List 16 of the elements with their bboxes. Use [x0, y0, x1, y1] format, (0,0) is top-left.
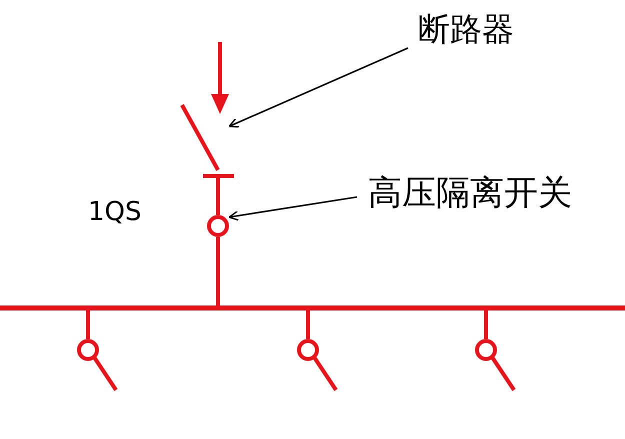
busbar: [0, 306, 625, 310]
contact-circle: [77, 339, 99, 361]
contact-circle: [297, 339, 319, 361]
wire: [306, 310, 310, 339]
wire: [86, 310, 90, 339]
breaker-switch-symbol: [180, 104, 234, 178]
leader-line: [228, 47, 408, 128]
wire: [484, 310, 488, 339]
contact-circle: [207, 215, 229, 237]
wire: [216, 237, 220, 306]
device-label: 1QS: [88, 198, 142, 227]
wire: [216, 178, 220, 215]
leader-line: [228, 196, 358, 221]
contact-circle: [475, 339, 497, 361]
callout-text: 断路器: [418, 12, 514, 48]
callout-text: 高压隔离开关: [368, 175, 572, 212]
